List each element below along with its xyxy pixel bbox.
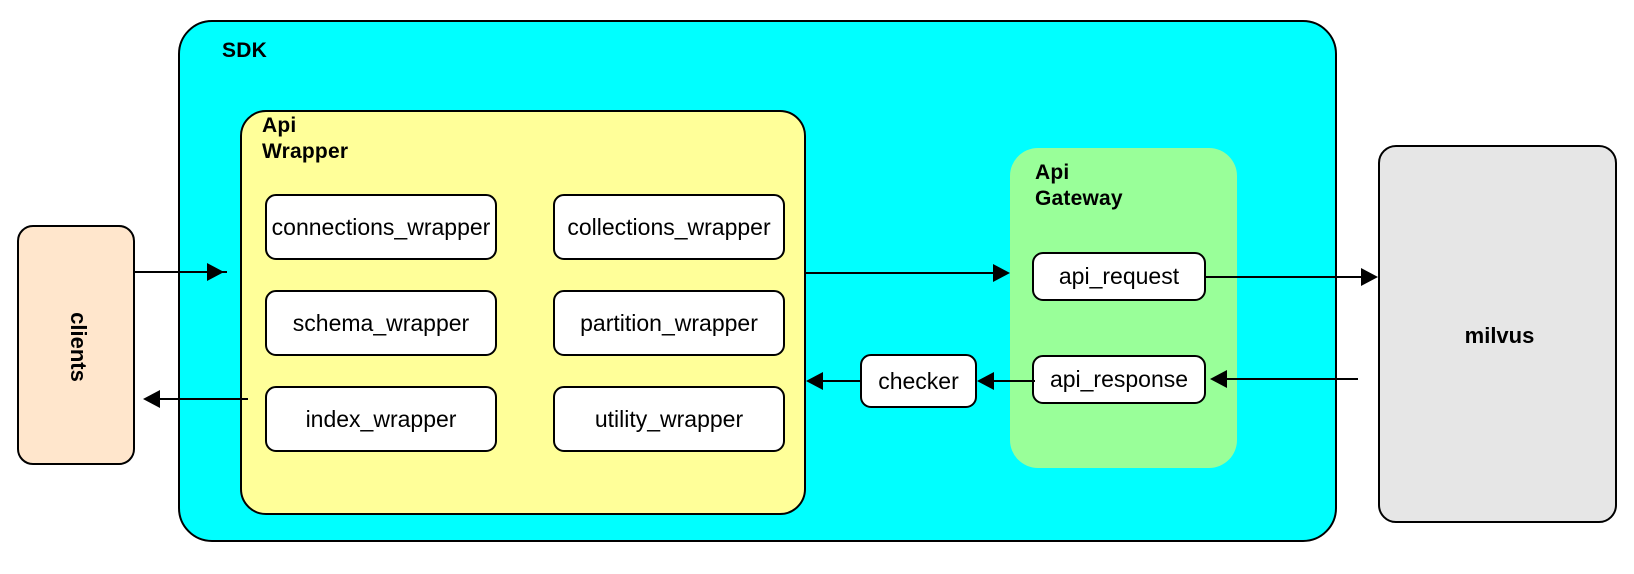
api-gateway-container[interactable]: [1010, 148, 1237, 468]
utility-wrapper-node[interactable]: utility_wrapper: [553, 386, 785, 452]
partition-wrapper-node[interactable]: partition_wrapper: [553, 290, 785, 356]
connector-response-to-checker-line: [993, 380, 1035, 382]
arrow-left-icon-checker-to-wrapper: [806, 372, 823, 390]
arrow-right-icon-wrapper-to-gateway: [993, 264, 1010, 282]
arrow-left-icon-milvus-to-response: [1210, 370, 1227, 388]
arrow-right-icon-request-to-milvus: [1361, 268, 1378, 286]
connector-wrapper-to-gateway-line: [806, 272, 1004, 274]
clients-node[interactable]: clients: [17, 225, 135, 465]
connector-milvus-to-response-line: [1226, 378, 1358, 380]
milvus-node[interactable]: milvus: [1378, 145, 1617, 523]
checker-node[interactable]: checker: [860, 354, 977, 408]
connector-clients-to-sdk-line: [135, 271, 227, 273]
index-wrapper-node[interactable]: index_wrapper: [265, 386, 497, 452]
connector-request-to-milvus-line: [1205, 276, 1363, 278]
arrow-left-icon-sdk-to-clients: [143, 390, 160, 408]
api-wrapper-title: Api Wrapper: [262, 114, 349, 163]
arrow-left-icon-response-to-checker: [977, 372, 994, 390]
sdk-title: SDK: [222, 39, 267, 62]
api-gateway-title: Api Gateway: [1035, 161, 1123, 210]
api-response-node[interactable]: api_response: [1032, 355, 1206, 404]
milvus-label: milvus: [1464, 323, 1535, 348]
connector-checker-to-wrapper-line: [822, 380, 862, 382]
connections-wrapper-node[interactable]: connections_wrapper: [265, 194, 497, 260]
connector-sdk-to-clients-line: [160, 398, 248, 400]
clients-label: clients: [65, 312, 91, 382]
schema-wrapper-node[interactable]: schema_wrapper: [265, 290, 497, 356]
api-request-node[interactable]: api_request: [1032, 252, 1206, 301]
collections-wrapper-node[interactable]: collections_wrapper: [553, 194, 785, 260]
arrow-right-icon-clients-to-sdk: [207, 263, 224, 281]
